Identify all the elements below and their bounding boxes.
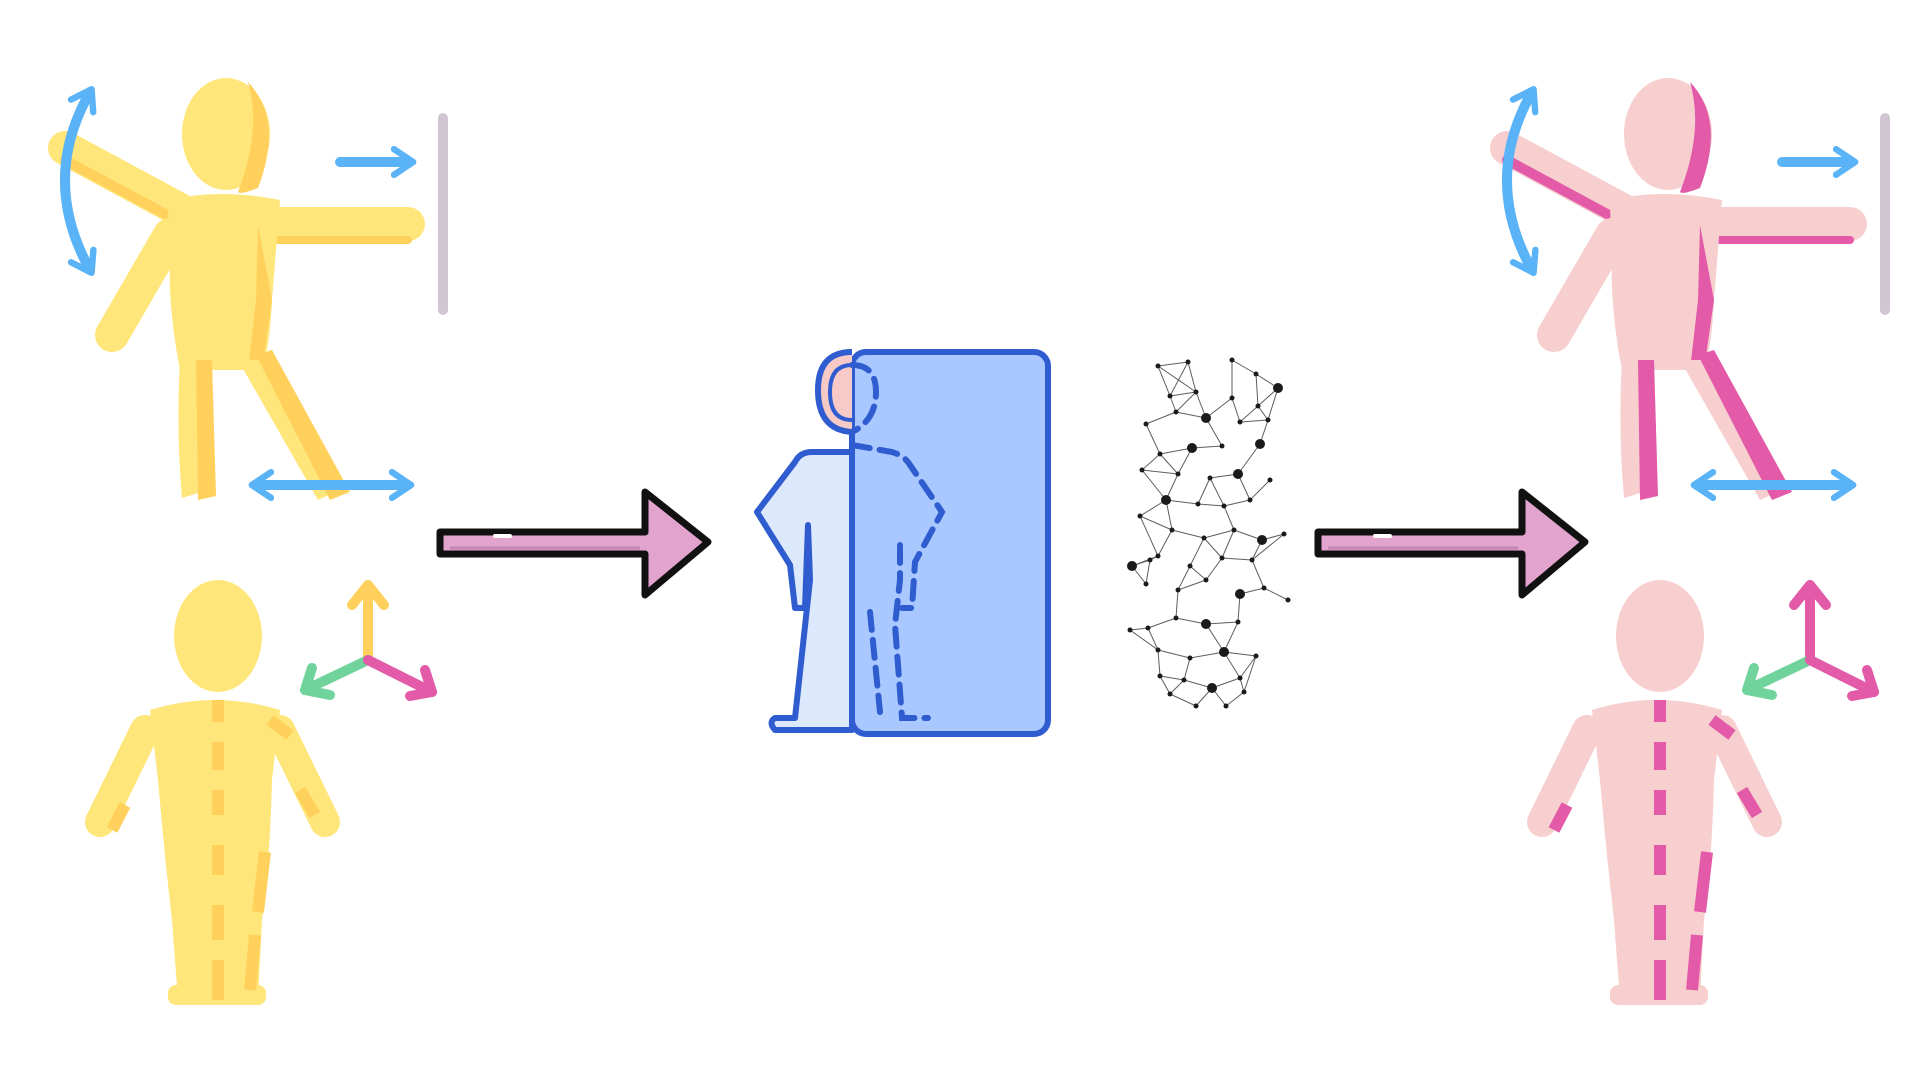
network-node	[1255, 403, 1261, 409]
network-node	[1147, 557, 1153, 563]
network-node	[1157, 451, 1163, 457]
network-node	[1173, 409, 1179, 415]
network-node	[1235, 619, 1241, 625]
network-node	[1247, 497, 1253, 503]
network-node	[1233, 469, 1243, 479]
network-node	[1175, 587, 1181, 593]
network-node	[1261, 585, 1267, 591]
network-node	[1167, 691, 1173, 697]
network-node	[1193, 703, 1199, 709]
network-node	[1201, 619, 1211, 629]
network-node	[1193, 389, 1199, 395]
network-node	[1155, 363, 1161, 369]
mirror-silhouette-icon	[754, 349, 1051, 737]
network-node	[1273, 383, 1283, 393]
network-node	[1257, 535, 1267, 545]
network-node	[1201, 535, 1207, 541]
network-node	[1253, 653, 1259, 659]
network-node	[1223, 703, 1229, 709]
network-node	[1195, 501, 1201, 507]
network-node	[1175, 471, 1181, 477]
network-node	[1285, 597, 1291, 603]
flow-arrow-icon-2	[1314, 488, 1589, 599]
network-node	[1161, 495, 1171, 505]
network-node	[1127, 561, 1137, 571]
rotate-arrow-icon	[60, 86, 97, 276]
network-edges	[1129, 359, 1289, 707]
target-motion-arrows	[1502, 86, 1859, 502]
network-node	[1235, 589, 1245, 599]
network-node	[1281, 531, 1287, 537]
network-node	[1265, 417, 1271, 423]
network-node	[1219, 443, 1225, 449]
network-node	[1231, 527, 1237, 533]
flow-arrow-icon-1	[436, 488, 712, 599]
target-pose-figure-icon	[1507, 78, 1850, 500]
network-node	[1221, 503, 1227, 509]
network-node	[1139, 467, 1145, 473]
network-node	[1229, 357, 1235, 363]
source-body-segments-figure-icon	[100, 580, 325, 1005]
network-node	[1155, 553, 1161, 559]
network-node	[1127, 627, 1133, 633]
network-node	[1249, 557, 1255, 563]
network-node	[1201, 413, 1211, 423]
network-node	[1219, 647, 1229, 657]
network-node	[1207, 683, 1217, 693]
network-node	[1187, 563, 1193, 569]
network-node	[1143, 421, 1149, 427]
rotate-arrow-icon	[1502, 86, 1539, 276]
source-pose-figure-icon	[65, 78, 408, 500]
target-body-segments-figure-icon	[1542, 580, 1767, 1005]
network-node	[1267, 477, 1273, 483]
network-node	[1255, 439, 1265, 449]
target-axes-icon	[1742, 580, 1879, 701]
network-node	[1155, 647, 1161, 653]
network-node	[1207, 475, 1213, 481]
source-motion-arrows	[60, 86, 417, 502]
network-node	[1203, 577, 1209, 583]
network-node	[1181, 677, 1187, 683]
point-cloud-icon	[1127, 357, 1291, 709]
network-node	[1187, 443, 1197, 453]
source-axes-icon	[300, 580, 437, 701]
network-node	[1241, 689, 1247, 695]
network-node	[1167, 393, 1173, 399]
network-node	[1237, 419, 1243, 425]
network-node	[1137, 513, 1143, 519]
network-node	[1143, 581, 1149, 587]
network-node	[1185, 359, 1191, 365]
network-node	[1173, 615, 1179, 621]
network-node	[1229, 395, 1235, 401]
network-node	[1145, 625, 1151, 631]
network-node	[1237, 675, 1243, 681]
network-node	[1219, 555, 1225, 561]
network-node	[1169, 527, 1175, 533]
network-node	[1157, 673, 1163, 679]
network-node	[1253, 371, 1259, 377]
network-node	[1187, 655, 1193, 661]
